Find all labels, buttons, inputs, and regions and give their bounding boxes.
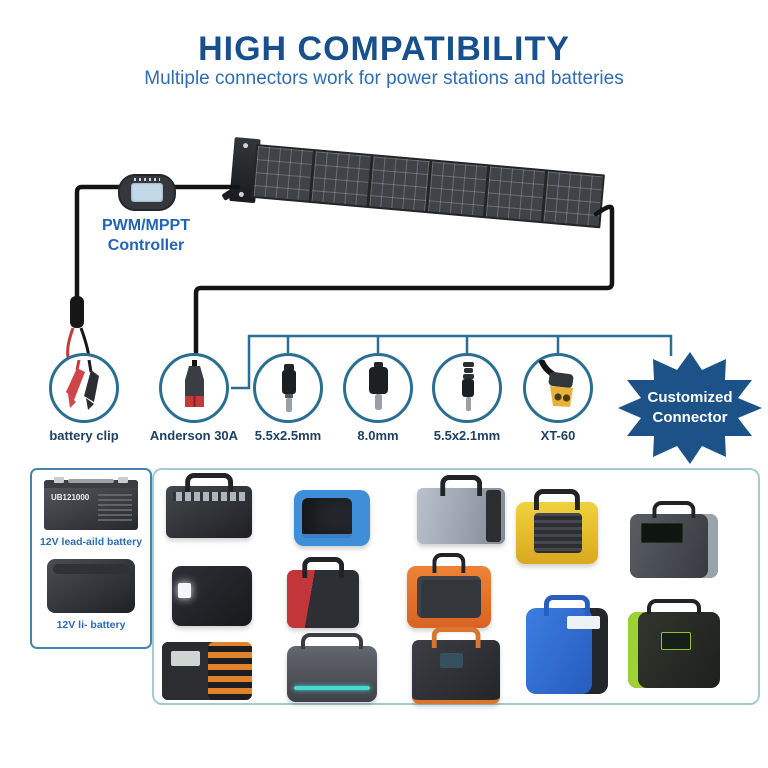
battery-terminals	[44, 477, 138, 488]
lead-acid-battery-label: 12V lead-aild battery	[39, 536, 143, 548]
dc-barrel-5-5x2-5-icon	[253, 353, 323, 423]
power-station-screen	[640, 522, 683, 544]
power-station-gray	[287, 633, 377, 702]
power-station-handle	[302, 557, 344, 578]
power-station-screen	[417, 575, 481, 619]
power-station-screen	[301, 497, 352, 539]
power-station-handle	[533, 489, 581, 510]
power-station-yellow	[516, 489, 598, 564]
connector-label: 5.5x2.5mm	[254, 428, 322, 443]
power-station-rugged	[162, 642, 252, 700]
battery-model-text: UB121000	[51, 493, 90, 502]
power-station-red	[287, 557, 359, 628]
badge-text: Customized Connector	[647, 388, 733, 426]
battery-handle	[68, 479, 114, 483]
power-station-screen	[178, 582, 192, 599]
solar-panel	[221, 137, 605, 229]
connector-dc-5-5x2-5: 5.5x2.5mm	[243, 353, 333, 443]
power-station-lime	[628, 599, 720, 688]
lead-acid-battery: UB121000	[44, 477, 138, 530]
power-station-orange	[407, 553, 491, 628]
power-station-cube	[172, 566, 252, 626]
page-subtitle: Multiple connectors work for power stati…	[144, 68, 624, 89]
controller-buttons	[134, 178, 160, 181]
power-station-handle	[440, 475, 482, 496]
power-station-screen	[294, 686, 370, 691]
connector-label: XT-60	[540, 428, 576, 443]
power-station-orangehandle	[412, 627, 500, 704]
customized-connector-badge: Customized Connector	[616, 350, 764, 466]
battery-clip-icon	[49, 353, 119, 423]
connector-label: 8.0mm	[357, 428, 399, 443]
connector-dc-5-5x2-1: 5.5x2.1mm	[422, 353, 512, 443]
dc-barrel-8-0-icon	[343, 353, 413, 423]
power-station-handle	[431, 627, 481, 648]
power-station-screen	[171, 651, 200, 667]
connector-dc-8-0: 8.0mm	[333, 353, 423, 443]
lithium-battery-label: 12V li- battery	[56, 619, 126, 631]
power-station-screen	[567, 615, 600, 630]
controller-screen	[131, 183, 163, 202]
power-station-handle	[185, 473, 233, 494]
connector-xt-60: XT-60	[513, 353, 603, 443]
connector-battery-clip: battery clip	[39, 353, 129, 443]
connector-label: 5.5x2.1mm	[433, 428, 501, 443]
power-station-handle	[432, 553, 466, 573]
power-station-silver	[417, 475, 505, 544]
lithium-battery	[47, 559, 135, 613]
dc-barrel-5-5x2-1-icon	[432, 353, 502, 423]
power-station-screen	[485, 490, 502, 542]
power-station-dark1	[166, 473, 252, 538]
page-title: HIGH COMPATIBILITY	[198, 30, 570, 68]
power-station-blue1	[294, 490, 370, 546]
power-station-screen	[440, 653, 464, 668]
power-station-handle	[543, 595, 591, 616]
power-station-screen	[172, 492, 246, 501]
power-station-handle	[652, 501, 696, 518]
connector-label: Anderson 30A	[149, 428, 239, 443]
anderson-connector-icon	[159, 353, 229, 423]
battery-compatibility-box: UB121000 12V lead-aild battery 12V li- b…	[30, 468, 152, 649]
power-station-handle	[647, 599, 701, 614]
power-station-darkgreen	[630, 501, 718, 578]
power-station-screen	[534, 513, 582, 553]
power-station-screen	[661, 631, 691, 651]
power-stations-box	[152, 468, 760, 705]
battery-spec-lines	[98, 494, 132, 522]
xt-60-connector-icon	[523, 353, 593, 423]
power-station-blue2	[526, 595, 608, 694]
charge-controller	[118, 174, 176, 211]
power-station-handle	[301, 633, 363, 649]
connector-label: battery clip	[49, 428, 119, 443]
connector-anderson: Anderson 30A	[149, 353, 239, 443]
panel-sections	[251, 144, 605, 229]
controller-label: PWM/MPPT Controller	[102, 217, 190, 254]
